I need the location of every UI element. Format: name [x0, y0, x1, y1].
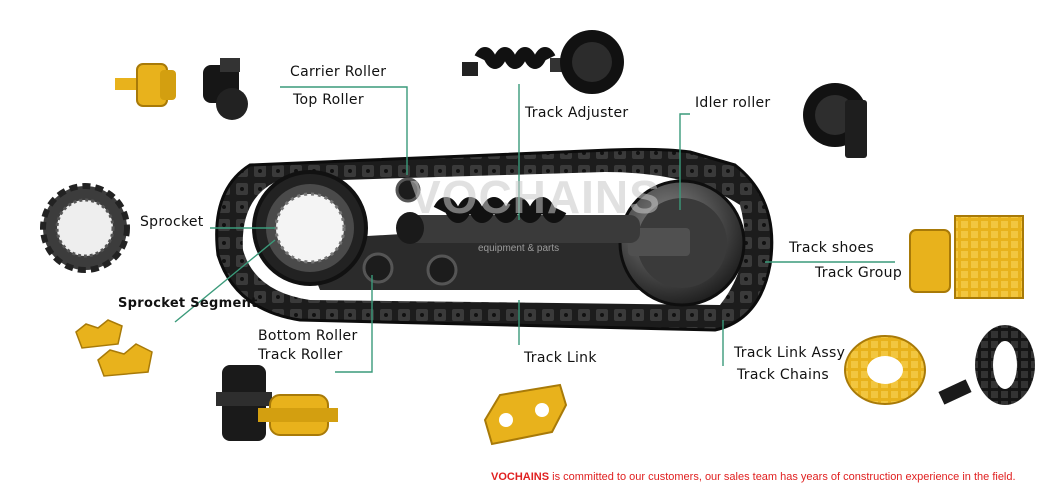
leader-sprocket-segment	[174, 239, 276, 323]
watermark-tagline: equipment & parts	[478, 243, 560, 254]
idler-roller-image	[803, 83, 867, 158]
label-sprocket: Sprocket	[140, 214, 204, 230]
label-track-link-assy: Track Link Assy	[734, 345, 846, 361]
sprocket-segment-image	[75, 319, 153, 377]
leader-lines	[174, 84, 895, 373]
label-track-link: Track Link	[524, 350, 597, 366]
footer-statement: VOCHAINS is committed to our customers, …	[491, 471, 1016, 483]
label-track-group: Track Group	[815, 265, 903, 281]
label-track-adjuster: Track Adjuster	[525, 105, 629, 121]
bottom-rollers	[362, 177, 458, 286]
footer-text: is committed to our customers, our sales…	[549, 471, 1016, 483]
idler-wheel	[618, 179, 746, 307]
adjuster-spring	[396, 197, 640, 244]
label-top-roller: Top Roller	[293, 92, 364, 108]
track-adjuster-image	[462, 30, 624, 94]
leader-idler-roller	[679, 113, 690, 210]
label-track-chains: Track Chains	[737, 367, 829, 383]
track-shoes-image	[909, 215, 1024, 299]
sprocket-wheel	[252, 170, 368, 286]
leader-bottom-roller	[335, 275, 373, 373]
track-link-image	[483, 383, 568, 446]
label-track-roller: Track Roller	[258, 347, 343, 363]
leader-carrier-roller	[280, 86, 408, 175]
carrier-roller-image	[115, 58, 248, 120]
label-bottom-roller: Bottom Roller	[258, 328, 358, 344]
label-track-shoes: Track shoes	[789, 240, 875, 256]
label-carrier-roller: Carrier Roller	[290, 64, 387, 80]
track-chains-image	[844, 325, 1035, 405]
label-idler-roller: Idler roller	[695, 95, 771, 111]
footer-brand: VOCHAINS	[491, 471, 550, 483]
watermark-brand: VOCHAINS	[410, 171, 661, 223]
sprocket-image	[40, 183, 130, 273]
bottom-roller-image	[216, 365, 338, 441]
label-sprocket-segment: Sprocket Segment	[118, 296, 258, 311]
